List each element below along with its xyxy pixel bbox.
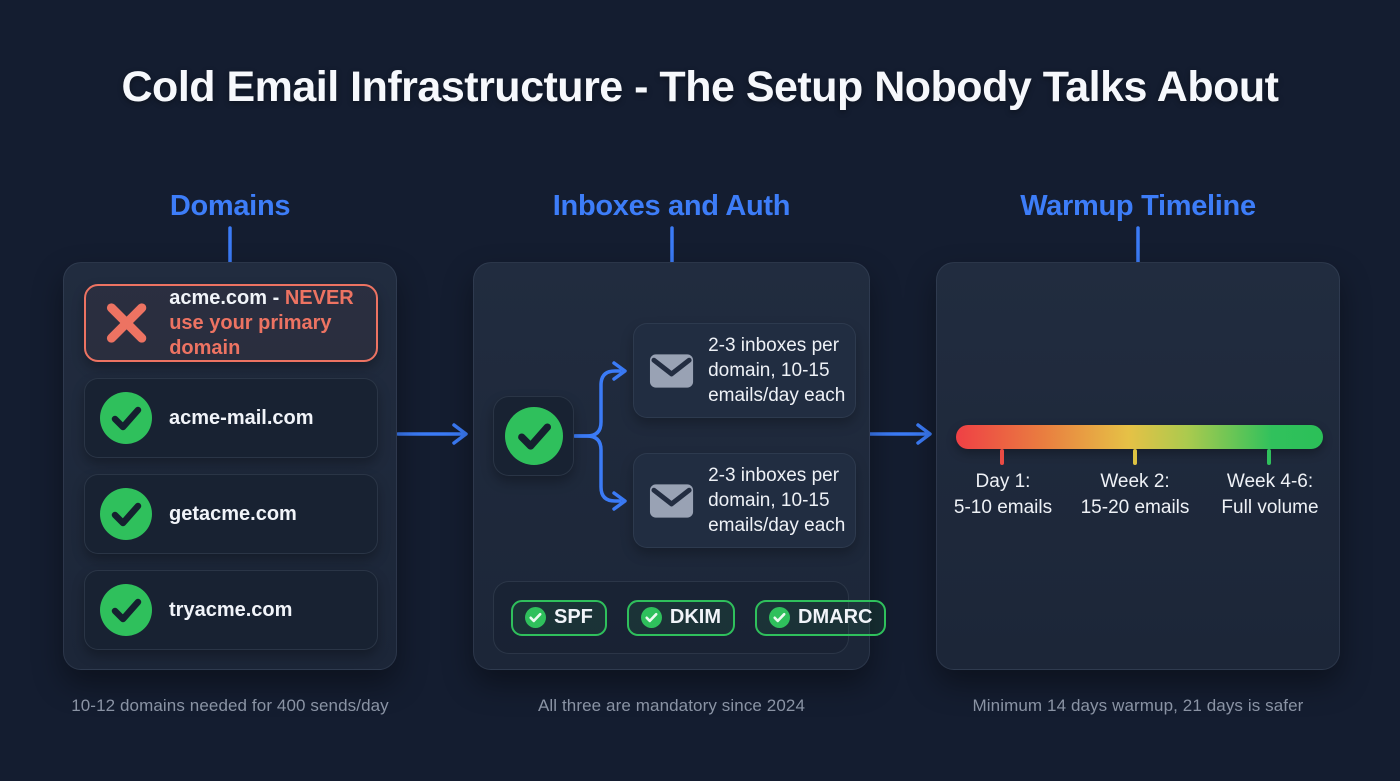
check-icon <box>100 488 152 540</box>
warmup-timeline-card: Day 1: 5-10 emails Week 2: 15-20 emails … <box>936 262 1340 670</box>
page-title: Cold Email Infrastructure - The Setup No… <box>121 63 1279 111</box>
heading-warmup-timeline: Warmup Timeline <box>1020 190 1256 222</box>
badge-label: SPF <box>554 606 593 628</box>
badge-label: DMARC <box>798 606 873 628</box>
timeline-label-week46: Week 4-6: Full volume <box>1195 469 1345 521</box>
mail-icon <box>649 483 694 518</box>
check-icon <box>769 607 791 628</box>
domains-card: acme.com - NEVER use your primary domain… <box>63 262 397 670</box>
timeline-label-week2: Week 2: 15-20 emails <box>1060 469 1210 521</box>
x-icon <box>106 303 147 343</box>
inbox-info-text: 2-3 inboxes per domain, 10-15 emails/day… <box>708 335 846 406</box>
domain-item: acme-mail.com <box>84 378 378 458</box>
domain-item: tryacme.com <box>84 570 378 650</box>
caption-warmup: Minimum 14 days warmup, 21 days is safer <box>972 696 1304 715</box>
badge-dkim: DKIM <box>626 599 736 636</box>
check-icon <box>100 392 152 444</box>
caption-domains: 10-12 domains needed for 400 sends/day <box>71 696 389 715</box>
timeline-volume: Full volume <box>1221 497 1319 518</box>
arrow-right-icon <box>866 423 932 445</box>
timeline-period: Week 2: <box>1100 471 1170 492</box>
inbox-info-box: 2-3 inboxes per domain, 10-15 emails/day… <box>633 453 856 548</box>
check-icon <box>100 584 152 636</box>
inbox-info-text: 2-3 inboxes per domain, 10-15 emails/day… <box>708 465 846 536</box>
timeline-volume: 15-20 emails <box>1080 497 1190 518</box>
domain-item-primary-warning: acme.com - NEVER use your primary domain <box>84 284 378 362</box>
auth-badges-container: SPF DKIM DMARC <box>493 581 887 654</box>
check-icon <box>504 407 563 465</box>
timeline-tick-week46 <box>1267 449 1271 465</box>
domain-warning-text: acme.com - NEVER use your primary domain <box>169 286 354 359</box>
heading-inboxes-auth: Inboxes and Auth <box>552 190 791 222</box>
timeline-tick-week2 <box>1133 449 1137 465</box>
caption-auth: All three are mandatory since 2024 <box>537 696 806 715</box>
domain-item: getacme.com <box>84 474 378 554</box>
domain-name: acme-mail.com <box>169 406 314 429</box>
heading-domains: Domains <box>169 190 291 222</box>
inboxes-auth-card: 2-3 inboxes per domain, 10-15 emails/day… <box>473 262 887 670</box>
timeline-label-day1: Day 1: 5-10 emails <box>928 469 1078 521</box>
domain-name: tryacme.com <box>169 598 293 621</box>
check-icon <box>525 607 546 628</box>
badge-label: DKIM <box>669 606 722 628</box>
mail-icon <box>649 353 694 388</box>
timeline-period: Day 1: <box>975 471 1031 492</box>
check-icon <box>640 607 662 628</box>
warmup-gradient-bar <box>956 425 1323 449</box>
badge-dmarc: DMARC <box>755 599 887 636</box>
timeline-tick-day1 <box>1000 449 1004 465</box>
inbox-info-box: 2-3 inboxes per domain, 10-15 emails/day… <box>633 323 856 418</box>
badge-spf: SPF <box>511 599 607 636</box>
auth-status-box <box>493 396 574 476</box>
warning-highlight: NEVER use your primary domain <box>169 286 354 359</box>
timeline-volume: 5-10 emails <box>953 497 1053 518</box>
arrow-right-icon <box>396 423 468 445</box>
domain-name: getacme.com <box>169 502 297 525</box>
timeline-period: Week 4-6: <box>1226 471 1314 492</box>
